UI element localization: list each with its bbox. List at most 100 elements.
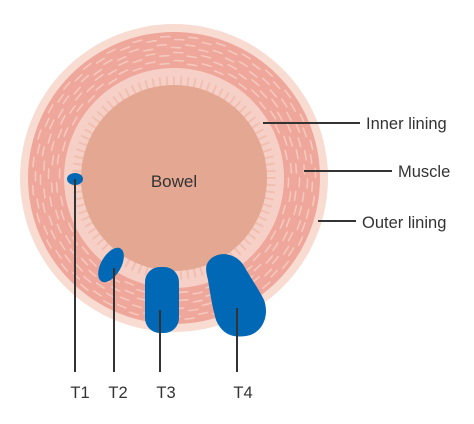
muscle-fiber [145,61,156,65]
muscle-fiber [50,229,56,240]
muscle-fiber [215,42,226,47]
t2-label: T2 [108,384,127,402]
muscle-fiber [82,62,92,70]
muscle-fiber [269,110,277,120]
muscle-fiber [143,48,154,52]
muscle-fiber [120,46,131,51]
muscle-fiber [36,198,40,209]
muscle-fiber [276,111,283,122]
muscle-fiber [31,184,35,196]
muscle-fiber [107,69,118,76]
muscle-fiber [73,86,81,95]
muscle-fiber [128,311,140,316]
muscle-fiber [87,94,96,103]
muscle-fiber [253,263,262,272]
muscle-fiber [201,41,212,46]
muscle-fiber [241,53,251,60]
muscle-fiber [118,60,129,66]
muscle-fiber [201,302,212,307]
muscle-fiber [258,101,267,110]
muscle-fiber [59,241,66,251]
muscle-fiber [238,60,249,68]
muscle-fiber [65,234,72,245]
muscle-fiber [94,73,104,81]
muscle-fiber [178,298,189,302]
muscle-fiber [42,160,46,171]
muscle-fiber [46,239,52,249]
muscle-fiber [76,103,84,113]
muscle-fiber [301,222,306,232]
muscle-fiber [95,57,105,64]
muscle-fiber [238,83,247,90]
muscle-fiber [159,35,171,38]
muscle-fiber [44,117,50,128]
muscle-fiber [57,128,63,139]
muscle-fiber [69,248,77,258]
muscle-fiber [60,263,69,272]
muscle-fiber [192,299,203,303]
outer-lining-label: Outer lining [362,214,446,232]
tumour-t4 [206,254,266,337]
muscle-fiber [60,210,65,221]
muscle-fiber [116,303,127,309]
muscle-fiber [294,163,298,174]
muscle-fiber [282,245,290,255]
muscle-fiber [272,81,281,90]
muscle-fiber [186,55,197,59]
muscle-fiber [132,67,143,72]
muscle-fiber [103,300,113,306]
muscle-fiber [302,127,307,138]
muscle-fiber [80,257,89,266]
muscle-fiber [69,104,76,114]
muscle-fiber [106,48,116,55]
muscle-fiber [269,89,278,98]
muscle-fiber [95,83,104,91]
muscle-fiber [282,260,290,270]
muscle-fiber [213,61,224,67]
muscle-fiber [71,116,78,126]
muscle-fiber [88,269,97,278]
muscle-fiber [118,69,129,75]
muscle-fiber [192,291,203,295]
muscle-fiber [282,231,288,242]
bowel-lumen [81,85,267,271]
muscle-fiber [74,73,83,82]
muscle-fiber [49,119,55,130]
muscle-fiber [201,63,212,68]
muscle-fiber [297,137,302,148]
muscle-fiber [63,127,69,138]
muscle-fiber [57,94,64,103]
muscle-fiber [227,73,238,80]
muscle-fiber [284,89,292,99]
muscle-fiber [47,104,54,114]
muscle-fiber [213,70,224,76]
muscle-fiber [93,68,103,76]
muscle-fiber [303,164,306,175]
muscle-fiber [80,74,90,83]
muscle-fiber [55,182,59,193]
muscle-fiber [251,78,260,87]
muscle-fiber [36,212,41,224]
muscle-fiber [103,59,113,66]
muscle-fiber [159,62,170,66]
muscle-fiber [227,49,238,56]
muscle-fiber [184,44,196,47]
muscle-fiber [264,268,273,277]
muscle-fiber [197,311,209,316]
muscle-fiber [60,114,66,125]
muscle-fiber [108,78,118,85]
muscle-fiber [271,98,279,108]
muscle-fiber [188,36,199,40]
muscle-fiber [68,222,74,232]
muscle-fiber [43,188,46,199]
bowel-label: Bowel [151,172,197,191]
muscle-fiber [188,308,199,312]
muscle-fiber [74,92,83,101]
muscle-fiber [280,98,288,108]
t4-label: T4 [233,384,252,402]
muscle-fiber [284,149,288,161]
muscle-fiber [270,269,279,278]
tumour-t3 [145,267,179,333]
